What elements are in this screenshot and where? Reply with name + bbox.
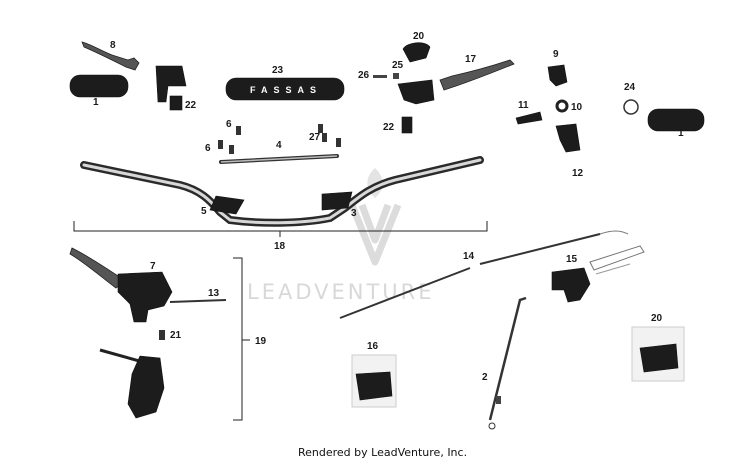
callout-12: 12 [572, 168, 584, 179]
part-27-bolts[interactable] [318, 124, 341, 147]
callout-18: 18 [274, 241, 286, 252]
callout-26: 26 [358, 70, 370, 81]
part-6-bolts[interactable] [218, 126, 241, 154]
part-2-rod[interactable] [488, 296, 527, 430]
callout-6-left: 6 [205, 143, 211, 154]
part-26-pin[interactable] [373, 75, 387, 78]
part-7-master-cylinder[interactable] [69, 247, 173, 323]
callout-19: 19 [255, 336, 267, 347]
part-4-crossbar[interactable] [219, 154, 339, 164]
callout-22-left: 22 [185, 100, 197, 111]
callout-3: 3 [351, 208, 357, 219]
part-20-cover[interactable] [402, 42, 431, 63]
part-25-clip[interactable] [393, 73, 399, 79]
callout-15: 15 [566, 254, 578, 265]
callout-27: 27 [309, 132, 321, 143]
callout-4: 4 [276, 140, 282, 151]
part-clutch-perch[interactable] [155, 65, 187, 111]
part-15-hot-start[interactable] [551, 245, 645, 303]
part-23-grip-set[interactable]: FASSAS [225, 77, 345, 101]
bracket-19 [233, 257, 250, 421]
part-handlebar[interactable] [80, 156, 484, 227]
part-brake-perch[interactable] [397, 79, 435, 134]
callout-21: 21 [170, 330, 182, 341]
callout-5: 5 [201, 206, 207, 217]
part-1-left-grip[interactable] [69, 74, 129, 98]
part-9-throttle-cover[interactable] [547, 64, 568, 87]
callout-7: 7 [150, 261, 156, 272]
callout-22-right: 22 [383, 122, 395, 133]
leadventure-watermark: LEADVENTURE [247, 168, 435, 304]
part-16-hardware-bag[interactable] [351, 354, 397, 408]
part-13-hose[interactable] [169, 299, 227, 303]
watermark-text: LEADVENTURE [247, 280, 435, 304]
callout-25: 25 [392, 60, 404, 71]
callout-23: 23 [272, 65, 284, 76]
callout-10: 10 [571, 102, 583, 113]
part-10-washer[interactable] [555, 99, 569, 113]
callout-13: 13 [208, 288, 220, 299]
part-brake-caliper[interactable] [99, 348, 165, 419]
callout-9: 9 [553, 49, 559, 60]
callout-17: 17 [465, 54, 477, 65]
part-21-bolt[interactable] [159, 330, 165, 340]
bracket-18 [73, 221, 488, 237]
part-8-clutch-lever[interactable] [81, 41, 140, 71]
part-11-throttle-tube[interactable] [515, 111, 543, 125]
part-1-right-grip[interactable] [647, 108, 705, 132]
callout-20-bag: 20 [651, 313, 663, 324]
callout-2: 2 [482, 372, 488, 383]
callout-20-top: 20 [413, 31, 425, 42]
part-12-throttle-housing[interactable] [555, 123, 581, 153]
callout-8: 8 [110, 40, 116, 51]
part-24-o-ring[interactable] [623, 99, 639, 115]
part-14-cable[interactable] [339, 230, 629, 319]
part-17-brake-lever[interactable] [439, 59, 515, 91]
grip-logo-text: FASSAS [250, 85, 322, 95]
callout-11: 11 [518, 100, 529, 111]
callout-1-left: 1 [93, 97, 99, 108]
callout-16: 16 [367, 341, 379, 352]
callout-14: 14 [463, 251, 475, 262]
footer-credit: Rendered by LeadVenture, Inc. [298, 446, 467, 459]
callout-24: 24 [624, 82, 636, 93]
part-20-hardware-bag[interactable] [631, 326, 685, 382]
callout-1-right: 1 [678, 128, 684, 139]
callout-6-top: 6 [226, 119, 232, 130]
